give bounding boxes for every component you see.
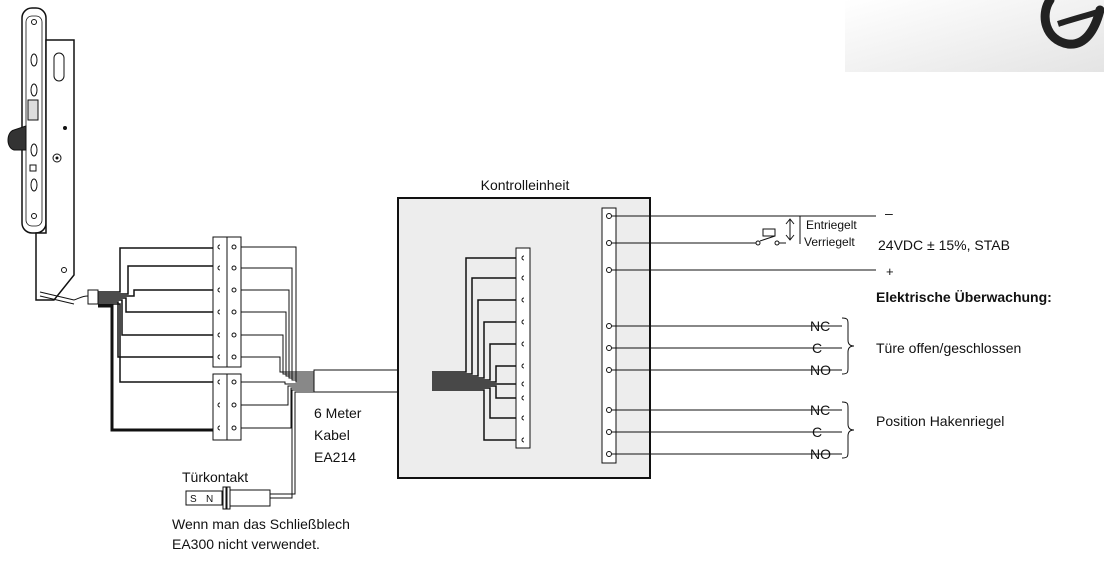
control-unit-title: Kontrolleinheit (481, 177, 570, 193)
unit-output-terminal-strip (601, 207, 617, 464)
cropped-photo-corner (845, 0, 1104, 72)
door-no-label: NO (810, 362, 831, 378)
unlocked-label: Entriegelt (806, 218, 857, 232)
bolt-group-label: Position Hakenriegel (876, 413, 1004, 429)
sensor-n-label: N (206, 494, 213, 505)
cable-label-line1: 6 Meter (314, 405, 362, 421)
unit-input-terminal-strip (515, 247, 531, 449)
bolt-no-label: NO (810, 446, 831, 462)
bolt-nc-label: NC (810, 402, 830, 418)
door-contact-label: Türkontakt (182, 469, 248, 485)
left-terminal-block-upper (212, 236, 242, 368)
door-contact-sensor: S N (185, 389, 314, 510)
lock-body (7, 7, 99, 305)
left-terminal-block-lower (212, 373, 242, 441)
note-line2: EA300 nicht verwendet. (172, 536, 320, 552)
cable-label-line2: Kabel (314, 427, 350, 443)
bolt-c-label: C (812, 424, 822, 440)
plus-label: + (886, 264, 894, 279)
door-group-label: Türe offen/geschlossen (876, 340, 1021, 356)
bolt-monitoring-wiring (612, 401, 855, 459)
cable-label-line3: EA214 (314, 449, 356, 465)
door-nc-label: NC (810, 318, 830, 334)
door-monitoring-wiring (612, 317, 855, 375)
terminal-to-cable-wires (241, 246, 314, 429)
locked-label: Verriegelt (804, 235, 855, 249)
power-supply-wiring (612, 215, 876, 271)
minus-label: – (885, 205, 893, 221)
voltage-label: 24VDC ± 15%, STAB (878, 237, 1010, 253)
door-c-label: C (812, 340, 822, 356)
lock-wire-bundle (98, 247, 216, 432)
note-line1: Wenn man das Schließblech (172, 516, 350, 532)
sensor-s-label: S (190, 494, 197, 505)
cable-to-unit-wires (432, 257, 518, 441)
monitoring-heading: Elektrische Überwachung: (876, 289, 1052, 305)
